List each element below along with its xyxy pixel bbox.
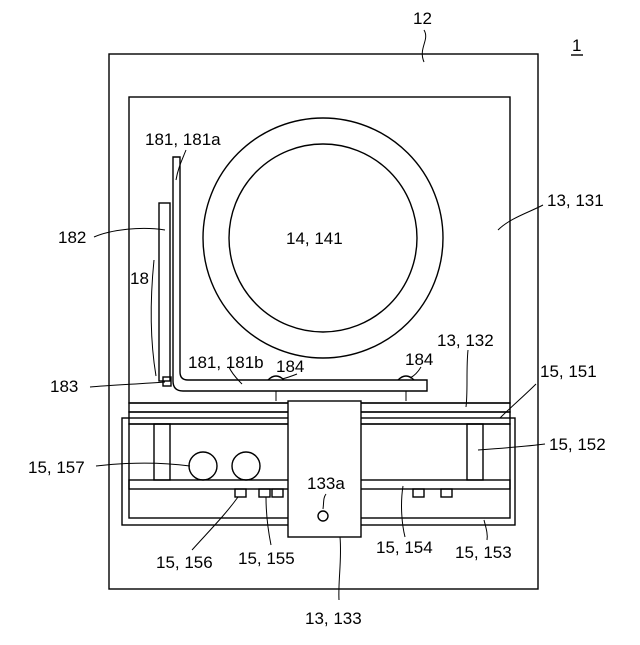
label-12: 12	[413, 9, 432, 28]
leader-133	[339, 537, 341, 600]
leader-131	[498, 205, 543, 230]
label-ref: 1	[572, 36, 581, 55]
roller-right	[232, 452, 260, 480]
post-left	[154, 424, 170, 480]
label-153: 15, 153	[455, 543, 512, 562]
label-154: 15, 154	[376, 538, 433, 557]
pad-154b	[441, 489, 452, 497]
label-155: 15, 155	[238, 549, 295, 568]
label-184b: 184	[405, 350, 433, 369]
leader-157	[96, 463, 190, 466]
post-right	[467, 424, 483, 480]
roller-left	[189, 452, 217, 480]
label-156: 15, 156	[156, 553, 213, 572]
leader-183	[90, 382, 165, 387]
label-152: 15, 152	[549, 435, 606, 454]
label-183: 183	[50, 377, 78, 396]
leader-181a	[176, 150, 186, 180]
leader-153	[484, 520, 487, 540]
leader-152	[478, 444, 545, 450]
pad-155a	[259, 489, 270, 497]
column-133	[288, 401, 361, 537]
label-133a: 133a	[307, 474, 345, 493]
pad-156	[235, 489, 246, 497]
label-132: 13, 132	[437, 331, 494, 350]
label-141: 14, 141	[286, 229, 343, 248]
label-151: 15, 151	[540, 362, 597, 381]
leader-12	[422, 30, 425, 62]
leader-151	[500, 384, 536, 418]
label-182: 182	[58, 228, 86, 247]
label-133: 13, 133	[305, 609, 362, 628]
leader-18	[151, 260, 156, 376]
label-131: 13, 131	[547, 191, 604, 210]
leader-154	[402, 486, 405, 537]
leader-132	[466, 350, 468, 407]
leader-156	[192, 497, 238, 550]
label-181a: 181, 181a	[145, 130, 221, 149]
label-18: 18	[130, 269, 149, 288]
label-157: 15, 157	[28, 458, 85, 477]
label-184a: 184	[276, 357, 304, 376]
label-181b: 181, 181b	[188, 353, 264, 372]
pad-154a	[413, 489, 424, 497]
leader-155	[266, 497, 271, 545]
pad-155b	[272, 489, 283, 497]
